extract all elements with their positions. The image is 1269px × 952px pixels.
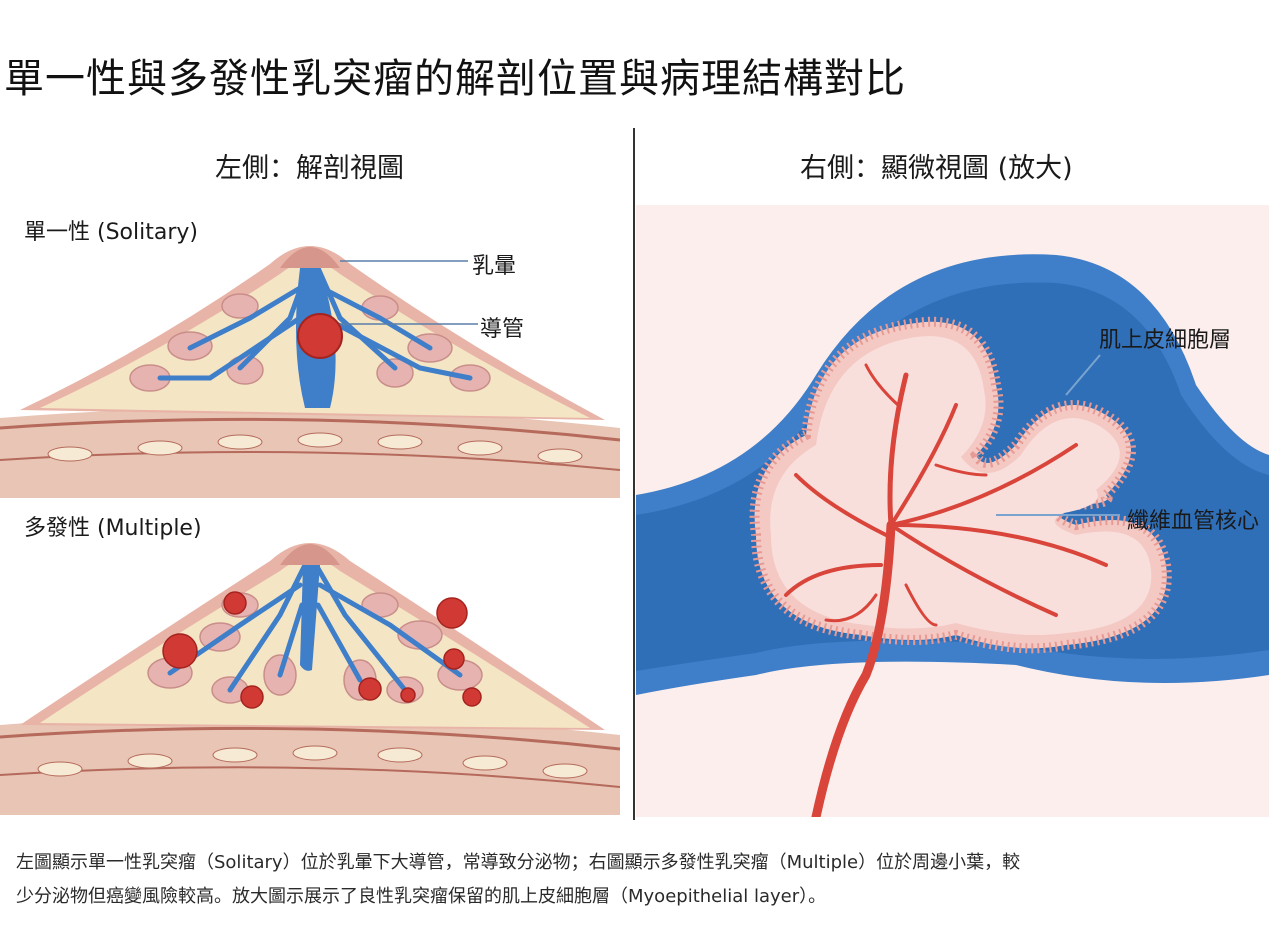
left-panel-heading: 左側：解剖視圖 <box>215 153 404 184</box>
multiple-papilloma <box>443 648 465 670</box>
multiple-papilloma <box>462 687 482 707</box>
solitary-papilloma <box>297 313 343 359</box>
page-title: 單一性與多發性乳突瘤的解剖位置與病理結構對比 <box>4 56 906 102</box>
nipple <box>280 544 340 565</box>
microscopic-view-illustration <box>636 205 1269 817</box>
fibrovascular-label: 纖維血管核心 <box>1127 509 1260 534</box>
multiple-breast-illustration <box>0 543 620 815</box>
myoepithelial-label: 肌上皮細胞層 <box>1099 328 1232 353</box>
multiple-papilloma <box>162 633 198 669</box>
multiple-papilloma <box>358 677 382 701</box>
caption-line-2: 少分泌物但癌變風險較高。放大圖示展示了良性乳突瘤保留的肌上皮細胞層（Myoepi… <box>16 886 827 907</box>
multiple-papilloma <box>400 687 416 703</box>
multiple-papilloma <box>223 591 247 615</box>
panel-divider <box>633 128 635 820</box>
right-panel-heading: 右側：顯微視圖 (放大) <box>800 153 1073 184</box>
multiple-papilloma <box>240 685 264 709</box>
figure-caption: 左圖顯示單一性乳突瘤（Solitary）位於乳暈下大導管，常導致分泌物；右圖顯示… <box>16 846 1256 914</box>
areola-label: 乳暈 <box>472 254 517 279</box>
vessel-trunk <box>811 520 896 817</box>
multiple-label: 多發性 (Multiple) <box>24 516 202 541</box>
solitary-breast-illustration <box>0 246 620 498</box>
nipple <box>280 247 340 268</box>
duct-label: 導管 <box>480 317 525 342</box>
chest-wall-muscle <box>0 714 620 815</box>
papilla-core <box>770 336 1152 636</box>
solitary-label: 單一性 (Solitary) <box>24 220 198 245</box>
main-duct <box>300 565 320 671</box>
multiple-papilloma <box>436 597 468 629</box>
caption-line-1: 左圖顯示單一性乳突瘤（Solitary）位於乳暈下大導管，常導致分泌物；右圖顯示… <box>16 852 1021 873</box>
